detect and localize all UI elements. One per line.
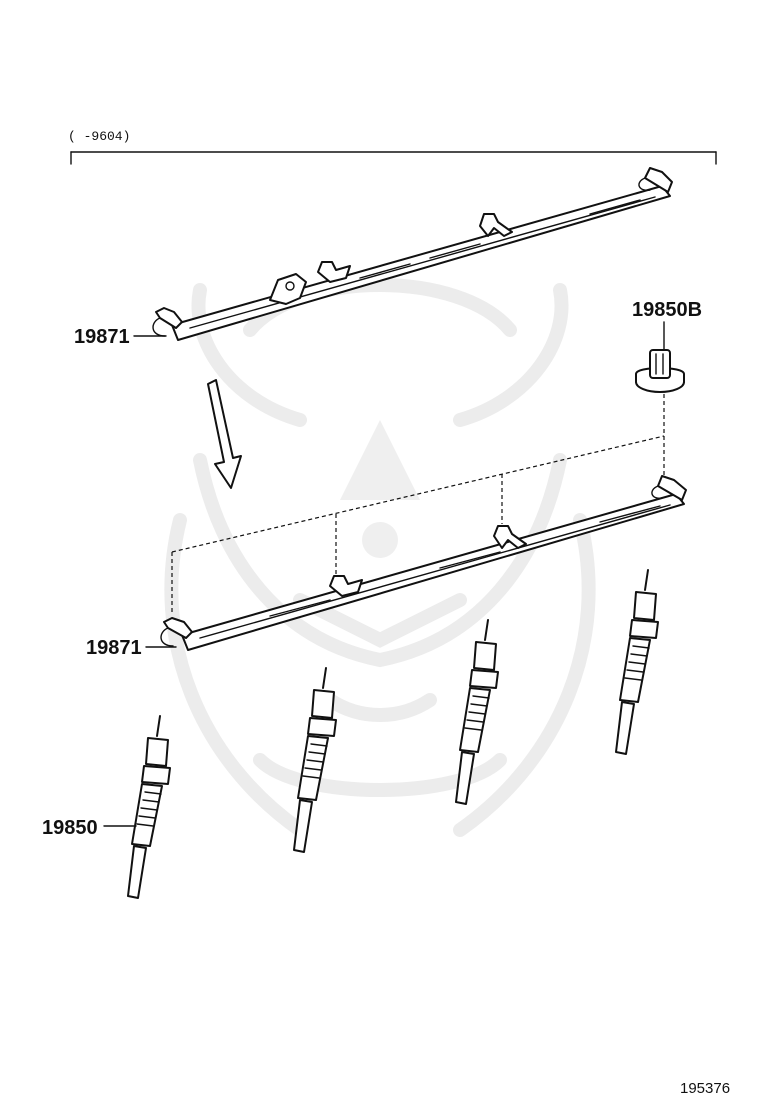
connector-nut bbox=[635, 349, 685, 393]
assembly-bracket bbox=[70, 151, 717, 165]
glow-plug-2 bbox=[293, 667, 337, 853]
part-label-19850: 19850 bbox=[42, 817, 98, 839]
connector-bar-top bbox=[152, 167, 673, 341]
dashed-guide-lines bbox=[171, 435, 665, 612]
part-label-19871-top: 19871 bbox=[74, 326, 130, 348]
connector-bar-bottom bbox=[160, 475, 687, 651]
illustration-number: 195376 bbox=[680, 1080, 730, 1097]
glow-plug-4 bbox=[615, 569, 659, 755]
down-arrow-icon bbox=[207, 379, 242, 489]
date-range-label: ( -9604) bbox=[68, 129, 130, 144]
part-label-19871-bottom: 19871 bbox=[86, 637, 142, 659]
part-label-19850b: 19850B bbox=[632, 299, 702, 321]
glow-plug-3 bbox=[455, 619, 499, 805]
samurai-helmet-watermark-icon bbox=[164, 278, 596, 837]
glow-plug-1 bbox=[127, 715, 171, 899]
